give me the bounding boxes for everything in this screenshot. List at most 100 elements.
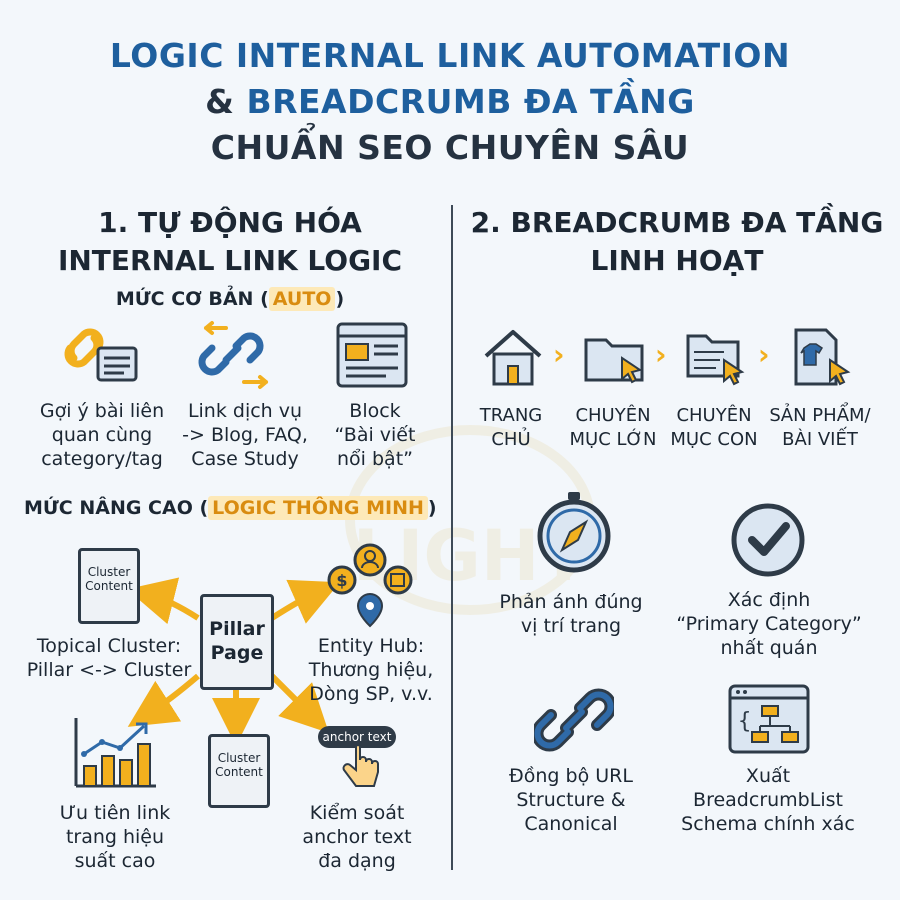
basic-item-1-line: quan cùng: [51, 424, 153, 446]
chevron-right-icon: ›: [655, 338, 667, 371]
chain-list-icon: [64, 328, 138, 382]
feature-line: Phản ánh đúng: [499, 591, 643, 613]
pillar-arrows: [126, 577, 340, 746]
title-breadcrumb: BREADCRUMB ĐA TẦNG: [246, 82, 695, 121]
basic-level-label: MỨC CƠ BẢN (AUTO): [0, 287, 460, 311]
pillar-page: Pillar Page: [200, 594, 274, 690]
right-title-line-2: LINH HOẠT: [590, 244, 764, 277]
anchor-line: đa dạng: [318, 850, 396, 872]
bar-chart-trend-icon: [74, 718, 156, 788]
priority-line: Ưu tiên link: [59, 802, 171, 824]
left-section-title: 1. TỰ ĐỘNG HÓA INTERNAL LINK LOGIC: [20, 204, 440, 280]
browser-window-icon: [336, 322, 408, 388]
anchor-text-pill: anchor text: [318, 726, 396, 748]
link-arrows-icon: [198, 321, 268, 389]
chevron-right-icon: ›: [553, 338, 565, 371]
cluster-doc-line: Cluster: [87, 565, 131, 579]
feature-primary-category: Xác định “Primary Category” nhất quán: [664, 588, 874, 660]
breadcrumb-step-product: SẢN PHẨM/ BÀI VIẾT: [764, 404, 876, 452]
step-line: CHỦ: [491, 429, 531, 450]
feature-url-sync: Đồng bộ URL Structure & Canonical: [486, 764, 656, 836]
basic-item-1-line: Gợi ý bài liên: [39, 400, 165, 422]
breadcrumb-step-home: TRANG CHỦ: [466, 404, 556, 452]
advanced-level-label: MỨC NÂNG CAO (LOGIC THÔNG MINH): [24, 496, 454, 520]
right-section-title: 2. BREADCRUMB ĐA TẦNG LINH HOẠT: [462, 204, 892, 280]
entity-line: Entity Hub:: [317, 635, 425, 657]
advanced-label-close: ): [427, 497, 437, 519]
product-cursor-icon: [794, 328, 851, 386]
priority-line: suất cao: [74, 850, 156, 872]
feature-line: Structure &: [516, 789, 626, 811]
link-icon: [534, 688, 614, 752]
advanced-highlight: LOGIC THÔNG MINH: [208, 496, 428, 520]
feature-line: nhất quán: [720, 637, 818, 659]
basic-item-1-line: category/tag: [41, 448, 163, 470]
pillar-line: Pillar: [209, 618, 265, 640]
step-line: MỤC LỚN: [569, 429, 657, 450]
basic-item-2: Link dịch vụ -> Blog, FAQ, Case Study: [170, 399, 320, 471]
step-line: TRANG: [479, 405, 543, 426]
title-ampersand: &: [205, 82, 247, 121]
basic-item-3-line: “Bài viết: [334, 424, 416, 446]
basic-item-2-line: -> Blog, FAQ,: [182, 424, 308, 446]
folder-cursor-icon: [584, 338, 644, 384]
basic-item-2-line: Case Study: [191, 448, 299, 470]
entity-hub-caption: Entity Hub: Thương hiệu, Dòng SP, v.v.: [296, 634, 446, 706]
check-circle-icon: [731, 503, 805, 577]
feature-line: Schema chính xác: [681, 813, 855, 835]
anchor-caption: Kiểm soát anchor text đa dạng: [282, 801, 432, 873]
right-title-line-1: 2. BREADCRUMB ĐA TẦNG: [470, 206, 884, 239]
svg-text:$: $: [336, 571, 347, 590]
step-line: CHUYÊN: [676, 405, 752, 426]
topical-cluster-caption: Topical Cluster: Pillar <-> Cluster: [14, 634, 204, 682]
feature-reflect-position: Phản ánh đúng vị trí trang: [476, 590, 666, 638]
cluster-doc-line: Cluster: [217, 751, 261, 765]
feature-line: “Primary Category”: [676, 613, 862, 635]
chevron-right-icon: ›: [758, 338, 770, 371]
cluster-doc-line: Content: [215, 765, 263, 779]
breadcrumb-step-category: CHUYÊN MỤC LỚN: [560, 404, 666, 452]
basic-item-1: Gợi ý bài liên quan cùng category/tag: [22, 399, 182, 471]
basic-item-3-line: Block: [349, 400, 401, 422]
priority-caption: Ưu tiên link trang hiệu suất cao: [30, 801, 200, 873]
svg-text:{: {: [738, 709, 751, 734]
topical-line: Topical Cluster:: [36, 635, 182, 657]
left-title-line-1: 1. TỰ ĐỘNG HÓA: [98, 206, 362, 239]
title-line-2: & BREADCRUMB ĐA TẦNG: [0, 82, 900, 121]
step-line: BÀI VIẾT: [782, 429, 858, 450]
left-title-line-2: INTERNAL LINK LOGIC: [57, 244, 403, 277]
step-line: MỤC CON: [670, 429, 758, 450]
basic-item-3-line: nổi bật”: [337, 448, 413, 470]
column-divider: [451, 205, 453, 870]
breadcrumb-step-subcategory: CHUYÊN MỤC CON: [664, 404, 764, 452]
feature-line: Canonical: [524, 813, 618, 835]
home-icon: [484, 330, 542, 386]
feature-line: Đồng bộ URL: [509, 765, 633, 787]
basic-highlight: AUTO: [268, 287, 336, 311]
cluster-doc-line: Content: [85, 579, 133, 593]
pillar-line: Page: [210, 642, 264, 664]
feature-line: Xác định: [727, 589, 811, 611]
schema-window-icon: {: [728, 684, 810, 754]
title-line-1: LOGIC INTERNAL LINK AUTOMATION: [109, 36, 791, 75]
entity-hub-icon: $: [327, 543, 413, 628]
priority-line: trang hiệu: [65, 826, 165, 848]
entity-line: Thương hiệu,: [308, 659, 434, 681]
feature-line: BreadcrumbList: [693, 789, 843, 811]
anchor-line: Kiểm soát: [309, 802, 405, 824]
advanced-label-text: MỨC NÂNG CAO (: [24, 497, 209, 519]
step-line: CHUYÊN: [575, 405, 651, 426]
topical-line: Pillar <-> Cluster: [26, 659, 192, 681]
basic-item-2-line: Link dịch vụ: [187, 400, 303, 422]
entity-line: Dòng SP, v.v.: [309, 683, 433, 705]
title-line-3: CHUẨN SEO CHUYÊN SÂU: [210, 128, 690, 167]
basic-item-3: Block “Bài viết nổi bật”: [310, 399, 440, 471]
cluster-doc-bottom: Cluster Content: [208, 734, 270, 808]
feature-schema-export: Xuất BreadcrumbList Schema chính xác: [668, 764, 868, 836]
anchor-line: anchor text: [302, 826, 412, 848]
feature-line: Xuất: [745, 765, 791, 787]
feature-line: vị trí trang: [520, 615, 622, 637]
subfolder-cursor-icon: [686, 334, 745, 386]
pointing-hand-icon: [342, 744, 379, 787]
compass-icon: [537, 492, 611, 573]
